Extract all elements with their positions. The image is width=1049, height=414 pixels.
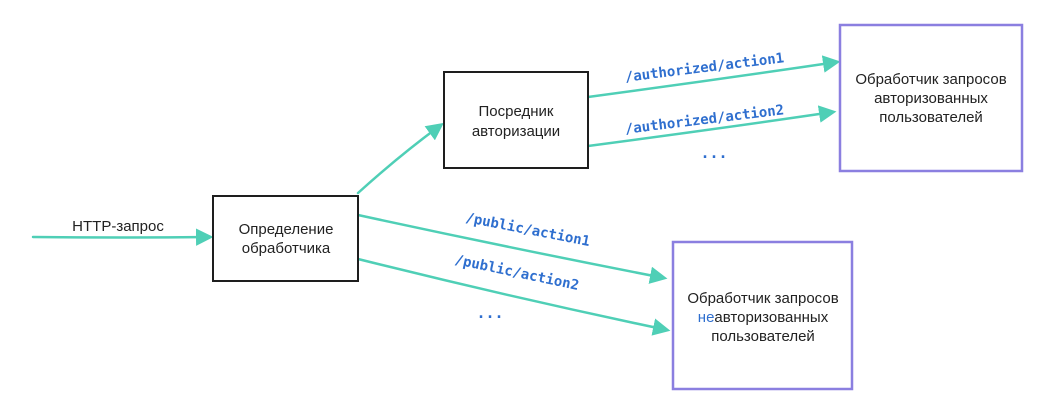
- auth-middleware-box: [443, 71, 589, 169]
- public-handler-label-line3: пользователей: [711, 328, 815, 345]
- auth-handler-box: [838, 23, 1024, 173]
- arrow-http-to-dispatcher: [31, 228, 214, 246]
- public-handler-highlight-prefix: не: [698, 309, 715, 326]
- auth-middleware-label-line1: Посредник: [479, 103, 554, 120]
- route-public-action1: /public/action1: [464, 210, 591, 250]
- arrow-dispatcher-to-middleware: [356, 122, 444, 195]
- route-authorized-action2: /authorized/action2: [624, 102, 785, 137]
- public-handler-label-line1: Обработчик запросов: [687, 290, 838, 307]
- auth-middleware-label-line2: авторизации: [472, 123, 560, 140]
- connectors: [31, 55, 841, 336]
- route-authorized-more: ...: [700, 144, 727, 162]
- route-public-more: ...: [476, 304, 503, 322]
- public-handler-label-line2: неавторизованных: [698, 309, 829, 326]
- dispatcher-node: Определение обработчика: [212, 195, 359, 282]
- http-request-label: HTTP-запрос: [72, 218, 164, 235]
- auth-middleware-node: Посредник авторизации: [443, 71, 589, 169]
- dispatcher-label-line1: Определение: [239, 221, 334, 238]
- arrow-dispatcher-to-public-handler-1: [356, 213, 668, 284]
- arrow-dispatcher-to-public-handler-2: [356, 257, 671, 336]
- arrow-middleware-to-auth-handler-2: [586, 105, 837, 148]
- public-handler-label-line2-rest: авторизованных: [714, 309, 828, 326]
- dispatcher-label-line2: обработчика: [242, 240, 331, 257]
- auth-handler-label-line3: пользователей: [879, 109, 983, 126]
- public-handler-box: [671, 240, 854, 391]
- auth-handler-label-line1: Обработчик запросов: [855, 71, 1006, 88]
- auth-handler-label-line2: авторизованных: [874, 90, 988, 107]
- auth-handler-node: Обработчик запросов авторизованных польз…: [838, 23, 1024, 173]
- dispatcher-box: [212, 195, 359, 282]
- public-handler-node: Обработчик запросов неавторизованных пол…: [671, 240, 854, 391]
- arrow-middleware-to-auth-handler-1: [586, 55, 841, 99]
